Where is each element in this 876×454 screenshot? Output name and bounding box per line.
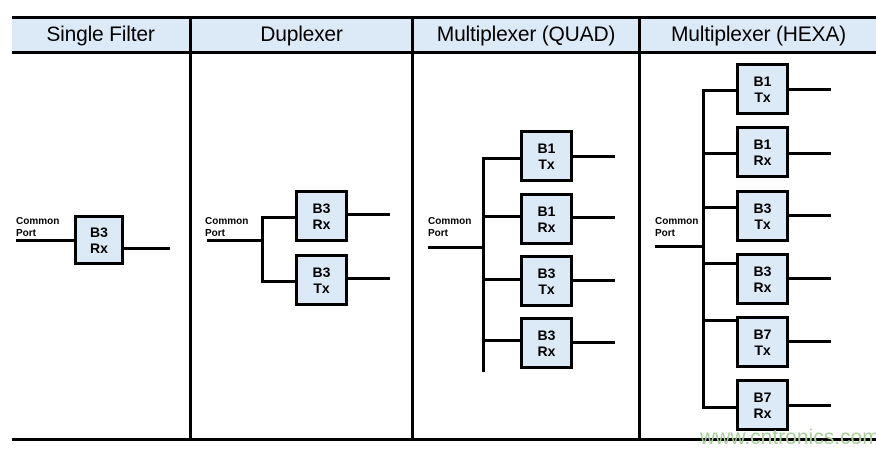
common-port-label-single-filter: Common Port <box>16 216 59 240</box>
filter-band-label: B3 <box>537 326 556 343</box>
column-divider-2-body <box>411 54 414 438</box>
wire-multiplexer-hexa-output-4 <box>789 340 831 343</box>
filter-band-label: B7 <box>753 388 772 405</box>
wire-multiplexer-hexa-output-0 <box>789 88 831 91</box>
wire-multiplexer-quad-splitter <box>482 157 485 372</box>
common-port-line1: Common <box>428 216 472 227</box>
wire-duplexer-branch-0 <box>261 216 297 219</box>
common-port-line2: Port <box>205 227 225 239</box>
site-watermark: www.cntronics.com <box>700 426 876 449</box>
common-port-label-multiplexer-hexa: Common Port <box>655 216 698 240</box>
wire-duplexer-splitter <box>261 216 264 283</box>
wire-duplexer-trunk <box>207 239 264 242</box>
wire-multiplexer-quad-output-1 <box>573 216 615 219</box>
filter-box-multiplexer-hexa-4: B7 Tx <box>736 316 789 368</box>
filter-direction-label: Tx <box>313 280 330 296</box>
wire-multiplexer-hexa-output-5 <box>789 404 831 407</box>
column-divider-3-body <box>638 54 641 438</box>
filter-box-single-filter-0: B3 Rx <box>74 215 124 265</box>
wire-multiplexer-hexa-splitter <box>702 89 705 409</box>
filter-band-label: B1 <box>537 139 556 156</box>
filter-direction-label: Tx <box>754 89 771 105</box>
filter-band-label: B1 <box>753 72 772 89</box>
column-divider-3-header <box>638 19 641 51</box>
wire-multiplexer-hexa-output-3 <box>789 277 831 280</box>
wire-multiplexer-hexa-trunk <box>655 245 705 248</box>
filter-band-label: B3 <box>312 199 331 216</box>
filter-direction-label: Rx <box>537 219 556 235</box>
column-divider-1-header <box>189 19 192 51</box>
filter-box-multiplexer-hexa-2: B3 Tx <box>736 190 789 242</box>
filter-direction-label: Rx <box>753 152 772 168</box>
column-header-duplexer: Duplexer <box>260 23 343 46</box>
filter-direction-label: Rx <box>312 216 331 232</box>
wire-duplexer-branch-1 <box>261 280 297 283</box>
column-divider-2-header <box>411 19 414 51</box>
wire-multiplexer-hexa-branch-4 <box>702 319 738 322</box>
common-port-line2: Port <box>428 227 448 239</box>
filter-box-duplexer-0: B3 Rx <box>295 190 348 242</box>
table-header-border <box>12 51 876 54</box>
wire-multiplexer-hexa-branch-2 <box>702 206 738 209</box>
wire-multiplexer-quad-branch-3 <box>482 339 522 342</box>
wire-multiplexer-hexa-branch-0 <box>702 89 738 92</box>
filter-direction-label: Tx <box>754 216 771 232</box>
wire-multiplexer-hexa-branch-1 <box>702 152 738 155</box>
common-port-line2: Port <box>16 227 36 239</box>
wire-multiplexer-quad-branch-2 <box>482 278 522 281</box>
wire-multiplexer-hexa-branch-5 <box>702 406 738 409</box>
filter-direction-label: Rx <box>753 279 772 295</box>
table-top-border <box>12 16 876 19</box>
column-header-multiplexer-hexa: Multiplexer (HEXA) <box>671 23 846 46</box>
column-divider-1-body <box>189 54 192 438</box>
filter-box-multiplexer-quad-3: B3 Rx <box>520 317 573 369</box>
filter-direction-label: Tx <box>538 281 555 297</box>
wire-multiplexer-quad-branch-0 <box>482 157 522 160</box>
wire-multiplexer-quad-output-3 <box>573 341 615 344</box>
filter-band-label: B1 <box>537 202 556 219</box>
filter-band-label: B3 <box>753 262 772 279</box>
filter-band-label: B3 <box>753 199 772 216</box>
filter-box-multiplexer-quad-1: B1 Rx <box>520 193 573 245</box>
wire-multiplexer-quad-output-0 <box>573 155 615 158</box>
filter-band-label: B1 <box>753 135 772 152</box>
filter-box-multiplexer-hexa-1: B1 Rx <box>736 126 789 178</box>
wire-single-filter-input <box>16 239 76 242</box>
wire-multiplexer-quad-output-2 <box>573 279 615 282</box>
common-port-label-multiplexer-quad: Common Port <box>428 216 471 240</box>
filter-box-duplexer-1: B3 Tx <box>295 254 348 306</box>
filter-direction-label: Rx <box>753 405 772 421</box>
wire-multiplexer-quad-branch-1 <box>482 215 522 218</box>
filter-direction-label: Rx <box>90 240 108 256</box>
wire-single-filter-output <box>124 247 170 250</box>
wire-multiplexer-hexa-output-2 <box>789 214 831 217</box>
filter-box-multiplexer-hexa-0: B1 Tx <box>736 63 789 115</box>
filter-band-label: B7 <box>753 325 772 342</box>
filter-direction-label: Tx <box>754 342 771 358</box>
column-header-multiplexer-quad: Multiplexer (QUAD) <box>436 23 616 46</box>
common-port-line1: Common <box>655 216 699 227</box>
filter-band-label: B3 <box>312 263 331 280</box>
filter-band-label: B3 <box>537 264 556 281</box>
filter-direction-label: Rx <box>537 343 556 359</box>
filter-box-multiplexer-hexa-3: B3 Rx <box>736 253 789 305</box>
column-header-single-filter: Single Filter <box>46 23 155 46</box>
common-port-line2: Port <box>655 227 675 239</box>
filter-band-label: B3 <box>90 223 108 240</box>
table-bottom-border <box>12 438 876 441</box>
filter-box-multiplexer-quad-0: B1 Tx <box>520 130 573 182</box>
common-port-line1: Common <box>205 216 249 227</box>
table-header-band <box>12 19 876 51</box>
wire-multiplexer-hexa-output-1 <box>789 152 831 155</box>
common-port-label-duplexer: Common Port <box>205 216 248 240</box>
common-port-line1: Common <box>16 216 60 227</box>
wire-multiplexer-quad-trunk <box>428 246 485 249</box>
wire-multiplexer-hexa-branch-3 <box>702 262 738 265</box>
wire-duplexer-output-0 <box>348 213 390 216</box>
filter-box-multiplexer-hexa-5: B7 Rx <box>736 379 789 431</box>
filter-box-multiplexer-quad-2: B3 Tx <box>520 255 573 307</box>
wire-duplexer-output-1 <box>348 277 390 280</box>
filter-direction-label: Tx <box>538 156 555 172</box>
